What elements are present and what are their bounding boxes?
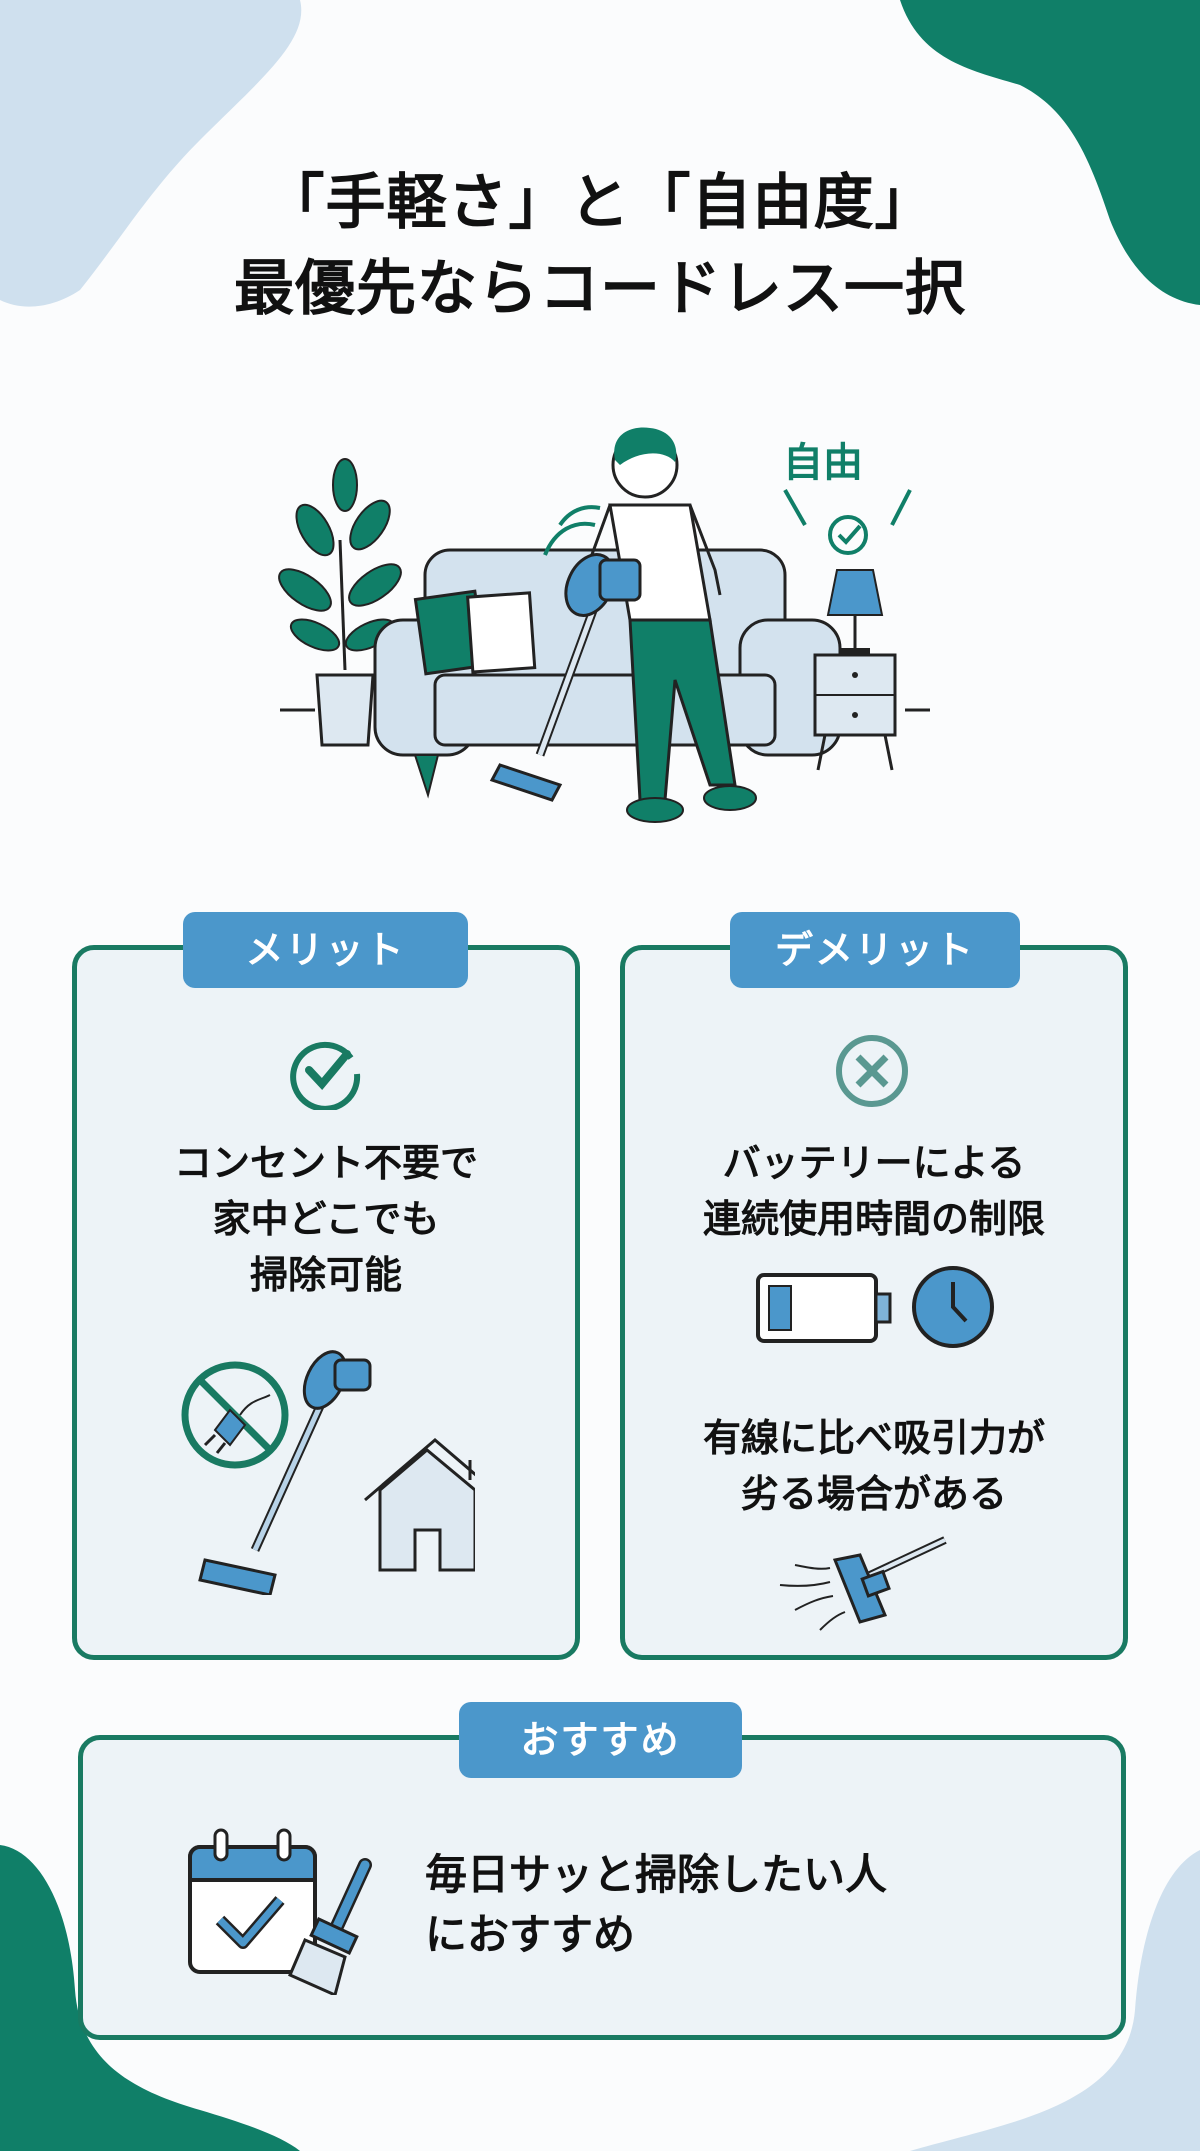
blob-top-left (0, 0, 302, 307)
check-circle-icon (290, 1041, 361, 1110)
house-icon (364, 1438, 475, 1572)
x-circle-icon (836, 1035, 908, 1107)
blob-bottom-right (910, 1850, 1200, 2151)
recommend-text: 毎日サッと掃除したい人 におすすめ (425, 1850, 888, 1959)
broom-icon (288, 1858, 372, 1995)
merit-illustration (181, 1350, 475, 1595)
merit-tag: メリット (183, 912, 468, 988)
nightstand-icon (813, 653, 897, 771)
demerit-point-2: 有線に比べ吸引力が 劣る場合がある (702, 1416, 1045, 1516)
calendar-broom-icon (188, 1828, 372, 1995)
clock-icon (912, 1266, 994, 1348)
check-circle-icon (828, 515, 868, 555)
lamp-icon (826, 569, 884, 655)
vacuum-head-icon (779, 1536, 947, 1631)
merit-card (72, 945, 580, 1660)
merit-text: コンセント不要で 家中どこでも 掃除可能 (173, 1141, 478, 1297)
page-title: 「手軽さ」と「自由度」 最優先ならコードレス一択 (0, 160, 1200, 332)
demerit-point-1: バッテリーによる 連続使用時間の制限 (702, 1141, 1045, 1241)
hero-illustration (278, 427, 930, 823)
blob-top-right (900, 0, 1200, 305)
low-battery-icon (756, 1273, 892, 1343)
calendar-icon (188, 1828, 317, 1974)
person-vacuuming-icon (588, 427, 757, 823)
title-line-1: 「手軽さ」と「自由度」 (264, 168, 936, 238)
plant-icon (278, 458, 402, 747)
title-line-2: 最優先ならコードレス一択 (234, 254, 966, 324)
freedom-badge (783, 489, 912, 555)
stick-vacuum-icon (198, 1350, 372, 1595)
no-plug-icon (181, 1361, 289, 1469)
recommend-tag: おすすめ (459, 1702, 742, 1778)
cordless-vacuum-icon (489, 553, 642, 802)
sofa-icon (373, 505, 842, 799)
blob-bottom-left (0, 1845, 300, 2151)
demerit-tag: デメリット (730, 912, 1020, 988)
freedom-label: 自由 (783, 440, 863, 486)
